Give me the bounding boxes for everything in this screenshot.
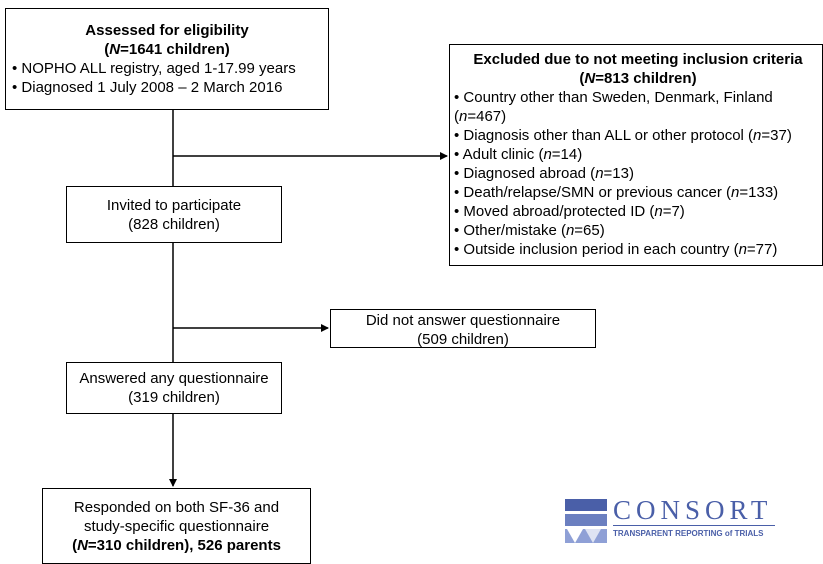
excluded-item-diagnosed-abroad: • Diagnosed abroad (n=13) [454,165,634,182]
excluded-item-adult-clinic: • Adult clinic (n=14) [454,146,583,163]
consort-divider [613,525,775,526]
excluded-item-country-n: (n=467) [454,108,507,125]
invited-count: (828 children) [128,216,220,233]
responded-box: Responded on both SF-36 and study-specif… [42,488,311,564]
excluded-count: (N=813 children) [579,70,697,87]
assessed-count: (N=1641 children) [104,41,230,58]
excluded-item-other: • Other/mistake (n=65) [454,222,605,239]
consort-emblem-icon [565,499,607,543]
excluded-item-moved-abroad: • Moved abroad/protected ID (n=7) [454,203,685,220]
assessed-title: Assessed for eligibility [85,22,249,39]
excluded-item-diagnosis: • Diagnosis other than ALL or other prot… [454,127,792,144]
answered-label: Answered any questionnaire [79,370,269,387]
responded-line2: study-specific questionnaire [83,518,270,535]
excluded-box: Excluded due to not meeting inclusion cr… [449,44,823,266]
responded-line1: Responded on both SF-36 and [73,499,280,516]
excluded-title: Excluded due to not meeting inclusion cr… [473,51,803,68]
consort-logo: CONSORT TRANSPARENT REPORTING of TRIALS [565,495,785,546]
assessed-box: Assessed for eligibility (N=1641 childre… [5,8,329,110]
assessed-bullet-registry: • NOPHO ALL registry, aged 1-17.99 years [12,60,296,77]
invited-box: Invited to participate (828 children) [66,186,282,243]
not-answered-label: Did not answer questionnaire [365,312,561,329]
answered-box: Answered any questionnaire (319 children… [66,362,282,414]
answered-count: (319 children) [128,389,220,406]
not-answered-box: Did not answer questionnaire (509 childr… [330,309,596,348]
invited-label: Invited to participate [106,197,242,214]
excluded-item-death-relapse: • Death/relapse/SMN or previous cancer (… [454,184,779,201]
consort-tagline: TRANSPARENT REPORTING of TRIALS [613,529,764,538]
excluded-item-country: • Country other than Sweden, Denmark, Fi… [454,89,773,106]
assessed-bullet-diagnosed: • Diagnosed 1 July 2008 – 2 March 2016 [12,79,283,96]
consort-name: CONSORT [613,495,773,525]
not-answered-count: (509 children) [417,331,509,348]
responded-line3: (N=310 children), 526 parents [72,537,281,554]
excluded-item-outside-period: • Outside inclusion period in each count… [454,241,778,258]
